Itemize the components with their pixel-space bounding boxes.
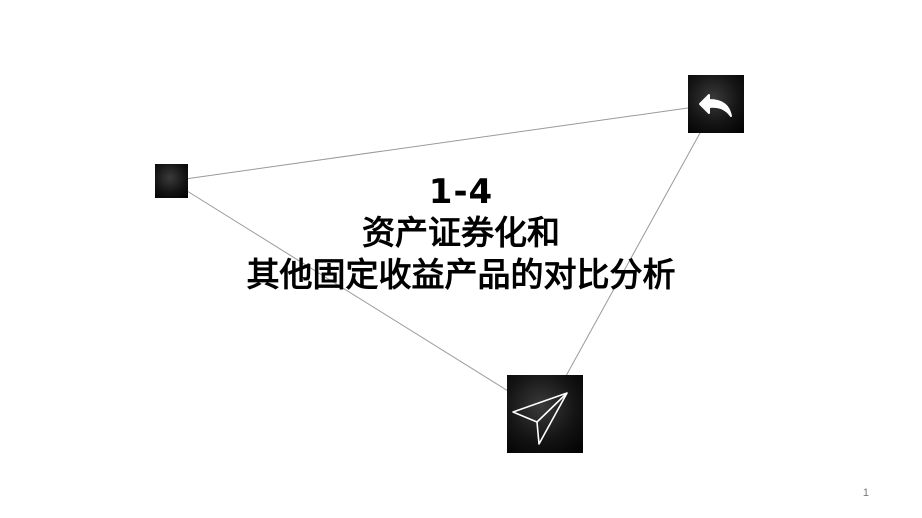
connector-line-back-to-send <box>544 103 717 415</box>
slide-title: 1-4 资产证券化和 其他固定收益产品的对比分析 <box>150 172 772 296</box>
dark-square-node <box>155 164 188 198</box>
paper-plane-icon <box>512 392 568 445</box>
page-number: 1 <box>862 487 869 499</box>
connector-line-left-to-back <box>170 103 717 182</box>
title-line-1: 资产证券化和 <box>362 213 560 252</box>
back-button[interactable] <box>688 75 744 133</box>
connector-line-left-to-send <box>170 180 546 415</box>
title-number: 1-4 <box>428 172 494 212</box>
send-button[interactable] <box>507 375 583 453</box>
title-line-2: 其他固定收益产品的对比分析 <box>246 255 676 294</box>
undo-arrow-icon <box>699 94 732 117</box>
